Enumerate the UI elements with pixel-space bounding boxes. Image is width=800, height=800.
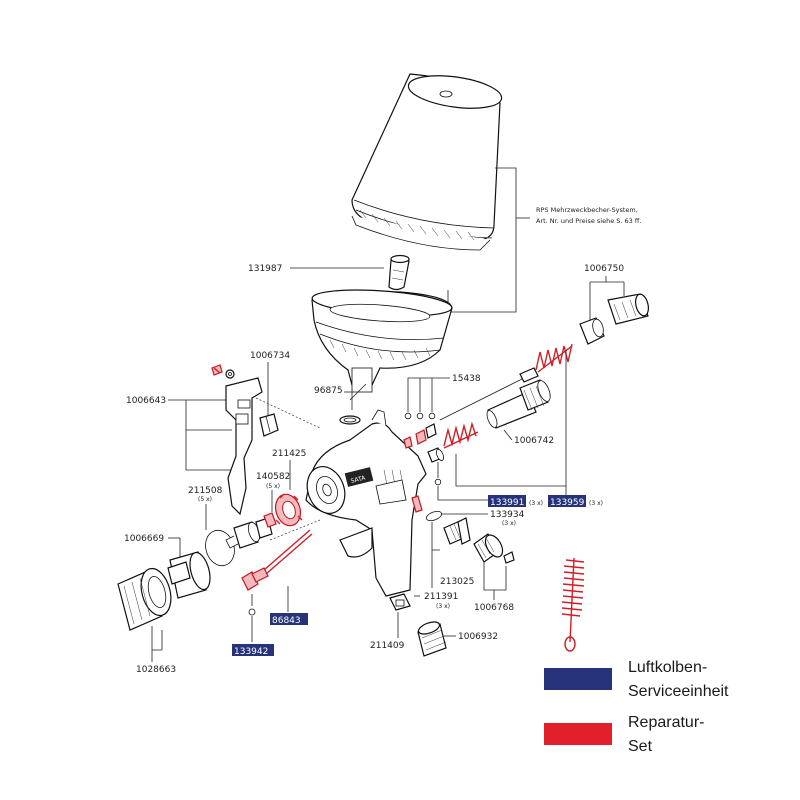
cup-note-line2: Art. Nr. und Preise siehe S. 63 ff.	[536, 217, 641, 225]
label-133959: 133959	[550, 498, 585, 508]
label-1006734: 1006734	[250, 351, 290, 361]
red-spring-top	[535, 343, 573, 373]
label-15438: 15438	[452, 374, 481, 384]
trigger-lever	[225, 377, 279, 516]
label-133942: 133942	[234, 647, 268, 657]
needle-adjust-1006742	[486, 379, 551, 429]
fluid-needle-15438	[439, 367, 539, 421]
red-spring-middle	[443, 421, 479, 449]
label-133959-qty: (3 x)	[589, 500, 603, 507]
red-screw-top	[211, 364, 223, 376]
legend: Luftkolben- Serviceeinheit Reparatur- Se…	[544, 659, 729, 755]
legend-swatch-blue	[544, 668, 612, 690]
fitting-1006750	[579, 293, 650, 345]
label-1006643: 1006643	[126, 396, 166, 406]
label-140582-qty: (5 x)	[266, 483, 280, 490]
label-133934: 133934	[490, 510, 525, 520]
label-1006669: 1006669	[124, 534, 164, 544]
label-140582: 140582	[256, 472, 290, 482]
label-1006750: 1006750	[584, 264, 624, 274]
svg-text:SATA: SATA	[350, 474, 367, 485]
red-cleaning-brush	[561, 557, 585, 652]
label-133991: 133991	[490, 498, 524, 508]
legend-blue-line2: Serviceeinheit	[628, 683, 729, 700]
label-213025: 213025	[440, 577, 474, 587]
clip-211409	[389, 593, 411, 611]
cup-adapter	[311, 289, 453, 393]
fluid-nozzle	[225, 517, 273, 549]
label-211409: 211409	[370, 641, 405, 651]
label-96875: 96875	[314, 386, 343, 396]
box-133942	[232, 644, 274, 656]
legend-blue-line1: Luftkolben-	[628, 659, 707, 676]
label-133991-qty: (3 x)	[529, 500, 543, 507]
spray-gun-body: SATA	[305, 409, 427, 597]
label-211391: 211391	[424, 592, 458, 602]
air-cap-1006669	[167, 551, 211, 599]
label-133934-qty: (3 x)	[502, 520, 516, 527]
strainer-filter	[388, 254, 410, 291]
label-1006742: 1006742	[514, 436, 554, 446]
label-86843: 86843	[272, 616, 301, 626]
air-connector-1006932	[417, 621, 447, 657]
paint-cup	[351, 73, 503, 251]
legend-red-line1: Reparatur-	[628, 714, 704, 731]
red-seal-small	[263, 512, 277, 528]
label-131987: 131987	[248, 264, 282, 274]
label-1006768: 1006768	[474, 603, 514, 613]
legend-swatch-red	[544, 723, 612, 745]
box-86843	[270, 613, 308, 625]
legend-red-line2: Set	[628, 738, 653, 755]
label-211508-qty: (5 x)	[198, 496, 212, 503]
box-133991	[488, 495, 526, 507]
box-133959	[548, 495, 586, 507]
retaining-ring-1028663	[117, 567, 172, 631]
label-1028663: 1028663	[136, 665, 176, 675]
label-211391-qty: (3 x)	[436, 603, 450, 610]
adjust-knob-1006768	[473, 533, 515, 564]
red-needle-seal	[241, 529, 313, 591]
label-211508: 211508	[188, 486, 223, 496]
label-211425: 211425	[272, 449, 306, 459]
air-valve-213025	[443, 517, 471, 545]
label-1006932: 1006932	[458, 632, 498, 642]
red-distribution-ring	[274, 493, 303, 527]
cup-note-line1: RPS Mehrzweckbecher-System,	[536, 206, 638, 214]
